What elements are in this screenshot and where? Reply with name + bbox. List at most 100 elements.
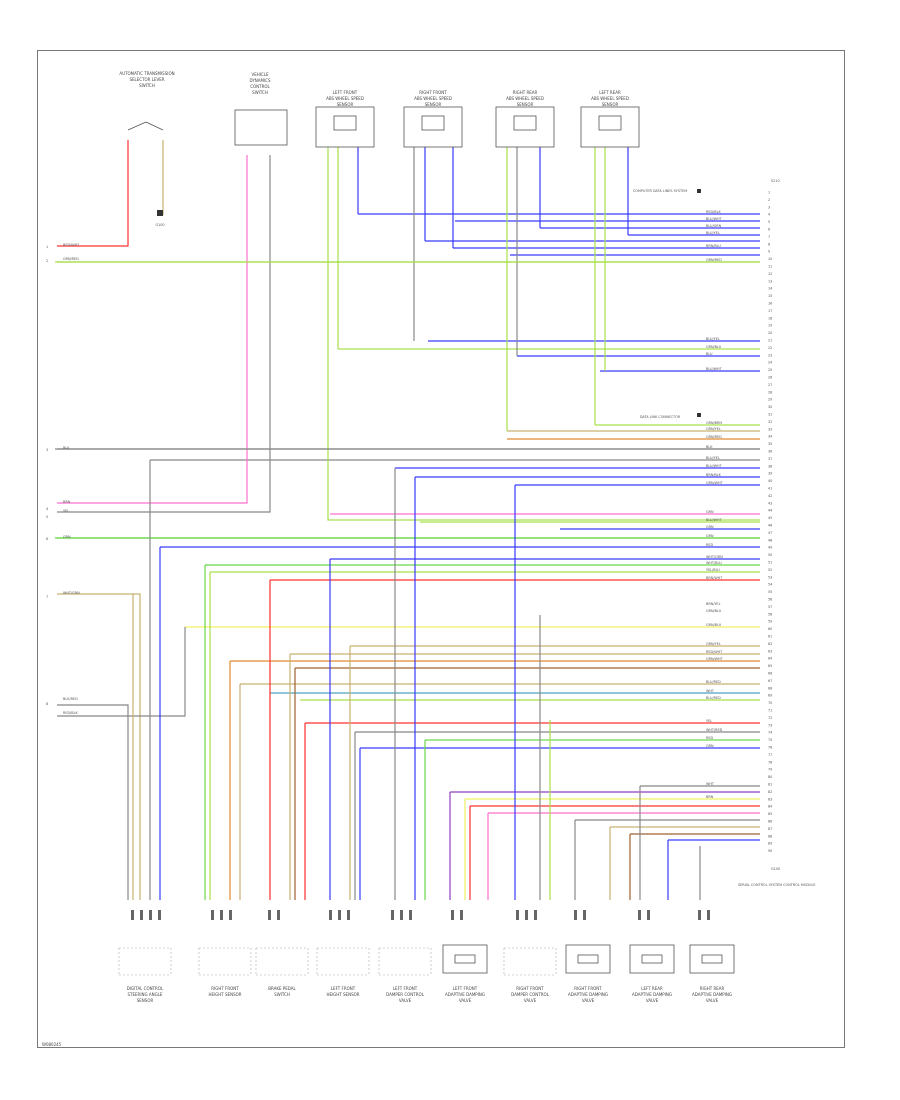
module-pin-label: 73 xyxy=(768,723,772,727)
bottom-component-label: VALVE xyxy=(646,998,659,1003)
connector-pin xyxy=(409,910,412,920)
module-pin-label: 68 xyxy=(768,686,772,690)
vehicle-dynamics-switch-box xyxy=(234,109,288,146)
bottom-component-label: DAMPER CONTROL xyxy=(511,992,549,997)
module-pin-label: 52 xyxy=(768,568,772,572)
connector-pin xyxy=(268,910,271,920)
bottom-component-label: ADAPTIVE DAMPING xyxy=(445,992,485,997)
module-pin-label: 61 xyxy=(768,635,772,639)
module-pin-label: 28 xyxy=(768,390,772,394)
top-component-label: RIGHT FRONT xyxy=(419,90,447,95)
module-pin-label: 23 xyxy=(768,353,772,357)
connector-pin xyxy=(638,910,641,920)
ground-label: G100 xyxy=(155,223,164,227)
module-pin-label: 9 xyxy=(768,250,770,254)
wire-color-label: BLU/RED xyxy=(706,696,721,700)
wire-color-label: BLU/WHT xyxy=(706,464,723,468)
top-component-label: ABS WHEEL SPEED xyxy=(591,96,629,101)
labels: 1234567891011121314151617181920212223242… xyxy=(46,71,816,1003)
bottom-component-label: ADAPTIVE DAMPING xyxy=(568,992,608,997)
module-pin-label: 19 xyxy=(768,324,772,328)
top-component-label: RIGHT REAR xyxy=(513,90,538,95)
components xyxy=(118,106,735,976)
bottom-component-label: HEIGHT SENSOR xyxy=(208,992,241,997)
bottom-component-label: VALVE xyxy=(524,998,537,1003)
module-pin-label: 81 xyxy=(768,783,772,787)
bottom-component-label: VALVE xyxy=(459,998,472,1003)
bottom-component-label: LEFT FRONT xyxy=(453,986,478,991)
wire-pink-top xyxy=(57,155,248,504)
module-pin-label: 77 xyxy=(768,753,772,757)
wire-color-label: GRN xyxy=(706,744,714,748)
module-pin-label: 38 xyxy=(768,464,772,468)
top-component-label: LEFT FRONT xyxy=(333,90,358,95)
module-pin-label: 46 xyxy=(768,524,772,528)
module-pin-label: 85 xyxy=(768,812,772,816)
top-component-label: LEFT REAR xyxy=(599,90,621,95)
connector-pin xyxy=(400,910,403,920)
wire-color-label: BLU/WHT xyxy=(706,518,723,522)
connector-pin xyxy=(229,910,232,920)
wire-color-label: WHT xyxy=(706,782,715,786)
module-pin-label: 45 xyxy=(768,516,772,520)
left-wire-steering xyxy=(57,593,141,900)
module-pin-label: 5 xyxy=(768,220,770,224)
module-pin-label: 17 xyxy=(768,309,772,313)
module-pin-label: 60 xyxy=(768,627,772,631)
wire-color-label: YEL/BLU xyxy=(706,568,720,572)
module-pin-label: 71 xyxy=(768,709,772,713)
connector-pin xyxy=(158,910,161,920)
abs-sensor-inner xyxy=(333,115,357,131)
module-pin-label: 63 xyxy=(768,649,772,653)
connector-pin xyxy=(451,910,454,920)
wire-color-label: GRN/YEL xyxy=(706,642,721,646)
module-pin-label: 89 xyxy=(768,842,772,846)
connector-pin xyxy=(211,910,214,920)
wire-color-label: BRN xyxy=(706,795,714,799)
module-pin-label: 76 xyxy=(768,746,772,750)
module-pin-label: 78 xyxy=(768,760,772,764)
connector-pin xyxy=(131,910,134,920)
wire-color-label: RED/BLK xyxy=(706,210,721,214)
diagram-frame xyxy=(37,50,845,1048)
connector-pin xyxy=(391,910,394,920)
wire-color-label: WHT/BLU xyxy=(706,561,722,565)
connector-pin xyxy=(460,910,463,920)
splice-label: S210 xyxy=(771,179,780,183)
wire-color-label: GRN xyxy=(706,534,714,538)
wire-color-label: GRN/YEL xyxy=(706,427,721,431)
wire-color-label: RED xyxy=(706,543,713,547)
module-pin-label: 37 xyxy=(768,457,772,461)
module-pin-label: 34 xyxy=(768,435,772,439)
connector-pin xyxy=(347,910,350,920)
module-pin-label: 47 xyxy=(768,531,772,535)
module-label: SERIAL CONTROL SYSTEM CONTROL MODULE xyxy=(738,883,816,887)
module-pin-label: 48 xyxy=(768,538,772,542)
module-pin-label: 62 xyxy=(768,642,772,646)
top-component-label: AUTOMATIC TRANSMISSION xyxy=(119,71,174,76)
actuator-coil xyxy=(454,954,476,964)
connector-pin xyxy=(277,910,280,920)
connector-pin xyxy=(338,910,341,920)
module-pin-label: 57 xyxy=(768,605,772,609)
connector-pin xyxy=(516,910,519,920)
actuator-coil xyxy=(701,954,723,964)
left-ref-label: 5 xyxy=(46,515,48,519)
module-pin-label: 13 xyxy=(768,279,772,283)
connector-pin xyxy=(329,910,332,920)
wire-color-label: GRN/BRN xyxy=(706,421,722,425)
left-wire-label: BLK/RED xyxy=(63,697,78,701)
wire-color-label: GRN/RED xyxy=(706,258,722,262)
module-pin-label: 1 xyxy=(768,191,770,195)
top-component-label: SELECTOR LEVER xyxy=(129,77,164,82)
bottom-component-label: VALVE xyxy=(399,998,412,1003)
module-pin-label: 54 xyxy=(768,583,772,587)
module-pin-label: 12 xyxy=(768,272,772,276)
module-pin-label: 4 xyxy=(768,213,770,217)
connector-pin xyxy=(707,910,710,920)
bottom-component-label: HEIGHT SENSOR xyxy=(326,992,359,997)
module-pin-label: 51 xyxy=(768,561,772,565)
top-component-label: SENSOR xyxy=(602,102,619,107)
module-pin-label: 43 xyxy=(768,501,772,505)
bottom-component-label: ADAPTIVE DAMPING xyxy=(632,992,672,997)
